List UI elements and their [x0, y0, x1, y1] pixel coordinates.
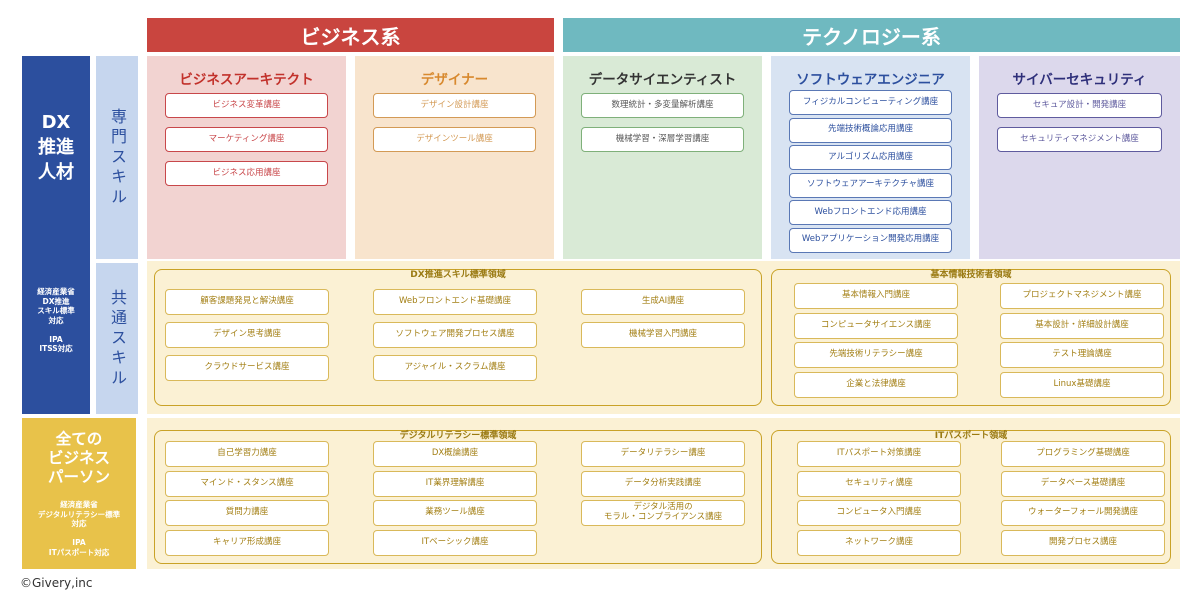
course-button[interactable]: Webフロントエンド基礎講座: [373, 289, 537, 315]
fe-group: 基本情報技術者領域: [771, 269, 1171, 406]
column-title: デザイナー: [420, 72, 489, 88]
all-note-line: 対応: [71, 519, 87, 528]
copyright: ©Givery,inc: [20, 576, 93, 590]
course-button[interactable]: デザイン思考講座: [165, 322, 329, 348]
course-button[interactable]: 開発プロセス講座: [1001, 529, 1165, 556]
course-button[interactable]: ソフトウェア開発プロセス講座: [373, 322, 537, 348]
it-passport-group: ITパスポート領域: [771, 430, 1171, 564]
course-button[interactable]: 企業と法律講座: [794, 371, 958, 398]
course-button[interactable]: 質問力講座: [165, 500, 329, 526]
business-header: ビジネス系: [147, 18, 554, 52]
common-skill-label: 共通スキル: [96, 263, 138, 414]
course-button[interactable]: キャリア形成講座: [165, 529, 329, 556]
dx-standard-group: DX推進スキル標準領域: [154, 269, 762, 406]
course-button[interactable]: IT業界理解講座: [373, 470, 537, 497]
dx-note-line: IPA: [49, 334, 63, 344]
course-button[interactable]: DX概論講座: [373, 441, 537, 467]
course-button[interactable]: 機械学習入門講座: [581, 322, 745, 348]
course-button[interactable]: デザイン設計講座: [373, 93, 536, 118]
course-button[interactable]: プログラミング基礎講座: [1001, 441, 1165, 467]
dx-note-line: DX推進: [42, 296, 70, 306]
specialist-skill-label: 専門スキル: [96, 56, 138, 259]
all-business-person-title: 全てのビジネスパーソン: [22, 430, 136, 487]
column-business-architect: ビジネスアーキテクトビジネス変革講座マーケティング講座ビジネス応用講座: [147, 56, 346, 259]
course-button[interactable]: アルゴリズム応用講座: [789, 145, 952, 170]
column-title: ソフトウェアエンジニア: [796, 72, 945, 88]
dx-standard-group-label: DX推進スキル標準領域: [406, 270, 510, 280]
all-title-line: 全ての: [55, 430, 103, 448]
course-button[interactable]: プロジェクトマネジメント講座: [1000, 283, 1164, 309]
course-button[interactable]: マインド・スタンス講座: [165, 470, 329, 497]
dx-note-line: [22, 325, 90, 335]
dx-note-line: スキル標準: [37, 306, 75, 315]
course-button[interactable]: ITパスポート対策講座: [797, 441, 961, 467]
course-button[interactable]: ウォーターフォール開発講座: [1001, 500, 1165, 526]
course-button[interactable]: デザインツール講座: [373, 127, 536, 152]
all-title-line: ビジネス: [47, 449, 110, 467]
digital-literacy-group: デジタルリテラシー標準領域: [154, 430, 762, 564]
course-button[interactable]: Webアプリケーション開発応用講座: [789, 227, 952, 253]
course-button[interactable]: 機械学習・深層学習講座: [581, 127, 744, 152]
course-button[interactable]: クラウドサービス講座: [165, 355, 329, 381]
all-note-line: 経済産業省: [60, 500, 98, 509]
course-button[interactable]: セキュア設計・開発講座: [997, 93, 1162, 118]
it-passport-group-label: ITパスポート領域: [930, 431, 1012, 441]
course-button[interactable]: セキュリティマネジメント講座: [997, 127, 1162, 152]
fe-group-label: 基本情報技術者領域: [926, 270, 1016, 280]
column-designer: デザイナーデザイン設計講座デザインツール講座: [355, 56, 554, 259]
course-button[interactable]: 顧客課題発見と解決講座: [165, 289, 329, 315]
dx-note-line: ITSS対応: [39, 344, 73, 353]
course-button[interactable]: データベース基礎講座: [1001, 470, 1165, 497]
dx-note-line: 対応: [48, 315, 64, 325]
course-button[interactable]: 業務ツール講座: [373, 500, 537, 526]
course-button[interactable]: デジタル活用の モラル・コンプライアンス講座: [581, 500, 745, 526]
column-software-engineer: ソフトウェアエンジニアフィジカルコンピューティング講座先端技術概論応用講座アルゴ…: [771, 56, 970, 259]
column-title: ビジネスアーキテクト: [179, 72, 314, 88]
all-note-line: IPA: [72, 538, 86, 547]
course-button[interactable]: 基本設計・詳細設計講座: [1000, 312, 1164, 339]
course-button[interactable]: セキュリティ講座: [797, 470, 961, 497]
course-button[interactable]: マーケティング講座: [165, 127, 328, 152]
dx-note-line: 経済産業省: [37, 287, 75, 296]
course-button[interactable]: 先端技術概論応用講座: [789, 117, 952, 143]
course-button[interactable]: Webフロントエンド応用講座: [789, 200, 952, 225]
course-button[interactable]: ソフトウェアアーキテクチャ講座: [789, 172, 952, 198]
course-button[interactable]: コンピュータ入門講座: [797, 500, 961, 526]
all-note-line: デジタルリテラシー標準: [37, 509, 121, 519]
course-button[interactable]: ITベーシック講座: [373, 529, 537, 556]
course-button[interactable]: Linux基礎講座: [1000, 371, 1164, 398]
course-button[interactable]: フィジカルコンピューティング講座: [789, 90, 952, 115]
course-button[interactable]: データ分析実践講座: [581, 470, 745, 497]
all-note-line: ITパスポート対応: [48, 547, 110, 557]
course-button[interactable]: アジャイル・スクラム講座: [373, 355, 537, 381]
course-button[interactable]: 先端技術リテラシー講座: [794, 342, 958, 368]
column-title: サイバーセキュリティ: [1012, 72, 1147, 88]
course-button[interactable]: ネットワーク講座: [797, 529, 961, 556]
course-button[interactable]: 生成AI講座: [581, 289, 745, 315]
course-button[interactable]: データリテラシー講座: [581, 441, 745, 467]
column-data-scientist: データサイエンティスト数理統計・多変量解析講座機械学習・深層学習講座: [563, 56, 762, 259]
course-button[interactable]: 数理統計・多変量解析講座: [581, 93, 744, 118]
course-button[interactable]: ビジネス変革講座: [165, 93, 328, 118]
course-button[interactable]: 基本情報入門講座: [794, 283, 958, 309]
course-button[interactable]: コンピュータサイエンス講座: [794, 312, 958, 339]
dx-talent-title: DX推進人材: [38, 112, 74, 183]
column-cyber-security: サイバーセキュリティセキュア設計・開発講座セキュリティマネジメント講座: [979, 56, 1180, 259]
course-button[interactable]: ビジネス応用講座: [165, 161, 328, 186]
column-title: データサイエンティスト: [588, 72, 737, 88]
all-note-line: [22, 529, 136, 539]
course-button[interactable]: テスト理論講座: [1000, 342, 1164, 368]
technology-header: テクノロジー系: [563, 18, 1180, 52]
digital-literacy-group-label: デジタルリテラシー標準領域: [395, 431, 521, 441]
course-button[interactable]: 自己学習力講座: [165, 441, 329, 467]
all-title-line: パーソン: [47, 468, 110, 486]
